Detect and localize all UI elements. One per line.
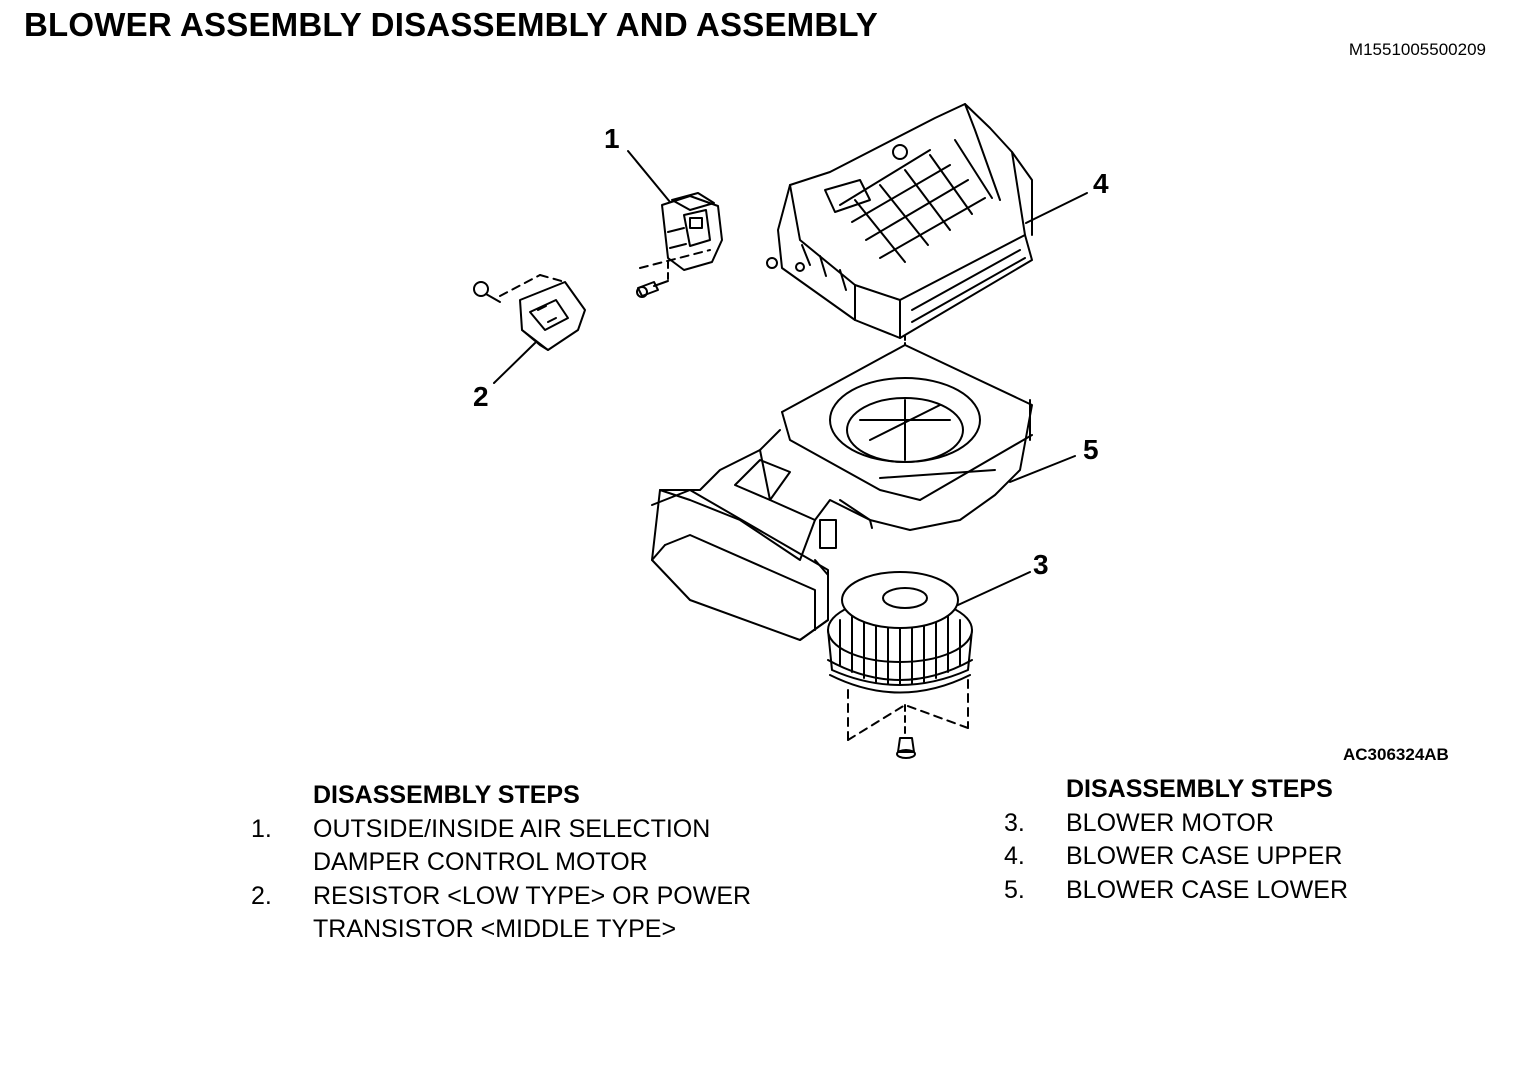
callout-leader-2: [493, 342, 536, 384]
step-item: 1. OUTSIDE/INSIDE AIR SELECTION DAMPER C…: [251, 813, 753, 880]
step-text: BLOWER CASE UPPER: [1066, 842, 1343, 870]
steps-heading: DISASSEMBLY STEPS: [1066, 775, 1333, 803]
step-item: 4. BLOWER CASE UPPER: [1004, 840, 1348, 874]
step-text: RESISTOR <LOW TYPE> OR POWER TRANSISTOR …: [313, 881, 752, 944]
callout-3: 3: [1033, 549, 1049, 580]
step-item: 5. BLOWER CASE LOWER: [1004, 874, 1348, 908]
screw-icon-3: [896, 737, 916, 759]
step-number: 5.: [1004, 875, 1025, 904]
callout-leader-1: [627, 150, 671, 203]
step-number: 1.: [251, 814, 272, 843]
step-number: 4.: [1004, 842, 1025, 870]
step-text: BLOWER MOTOR: [1066, 808, 1274, 837]
blower-case-upper-part: [766, 103, 1033, 339]
callout-2: 2: [473, 381, 489, 412]
disassembly-steps-right: DISASSEMBLY STEPS 3. BLOWER MOTOR 4. BLO…: [1004, 773, 1348, 907]
disassembly-steps-left: DISASSEMBLY STEPS 1. OUTSIDE/INSIDE AIR …: [251, 779, 753, 947]
resistor-part: [473, 274, 586, 351]
step-text: OUTSIDE/INSIDE AIR SELECTION DAMPER CONT…: [313, 814, 711, 877]
step-item: 3. BLOWER MOTOR: [1004, 807, 1348, 841]
step-item: 2. RESISTOR <LOW TYPE> OR POWER TRANSIST…: [251, 880, 753, 947]
callout-leader-3: [957, 571, 1031, 606]
blower-case-lower-part: [651, 344, 1033, 641]
steps-heading: DISASSEMBLY STEPS: [313, 781, 580, 809]
document-id: M1551005500209: [1348, 40, 1486, 59]
figure-id: AC306324AB: [1343, 745, 1449, 764]
step-text: BLOWER CASE LOWER: [1066, 875, 1348, 904]
callout-1: 1: [604, 123, 620, 154]
step-number: 3.: [1004, 808, 1025, 837]
callout-5: 5: [1083, 434, 1099, 465]
callout-leader-4: [1025, 192, 1088, 224]
callout-leader-5: [1009, 455, 1076, 483]
step-number: 2.: [251, 881, 272, 910]
blower-motor-part: [827, 571, 973, 759]
page-title: BLOWER ASSEMBLY DISASSEMBLY AND ASSEMBLY: [24, 6, 878, 43]
screw-icon-2: [473, 281, 501, 303]
damper-control-motor-part: [636, 192, 723, 298]
callout-4: 4: [1093, 168, 1109, 199]
screw-icon-1: [636, 280, 669, 298]
